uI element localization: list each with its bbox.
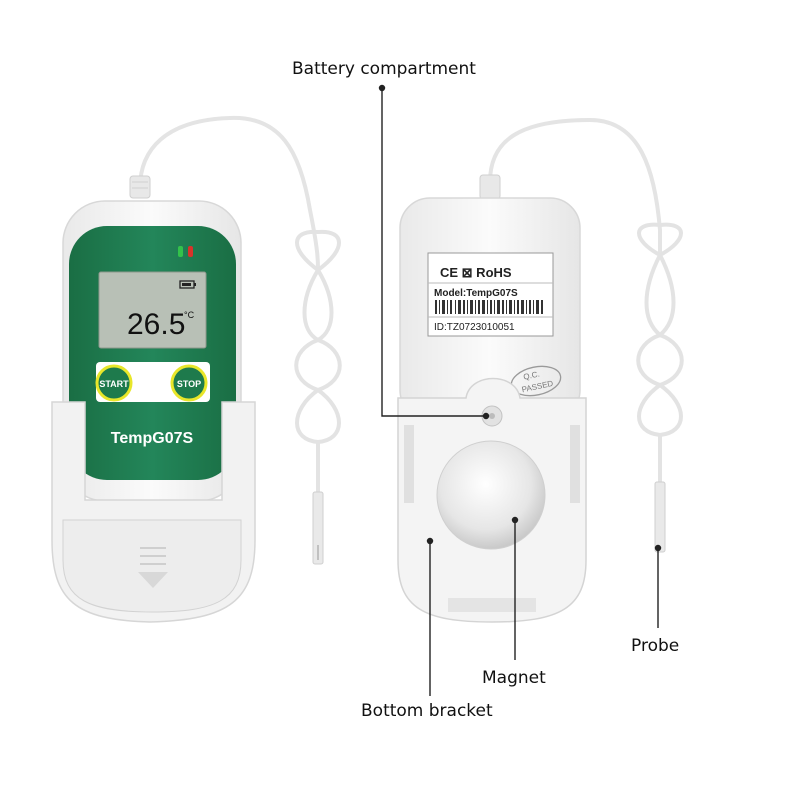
magnet-disc — [436, 440, 546, 550]
back-cable — [488, 117, 662, 255]
certification-marks: CE ⊠ RoHS — [440, 265, 512, 280]
back-probe — [636, 222, 684, 553]
down-arrow-icon — [138, 572, 168, 588]
stop-button-label: STOP — [177, 379, 201, 389]
front-device: 26.5 °C START STOP TempG07S — [51, 115, 320, 623]
magnet-label: Magnet — [482, 668, 546, 688]
callout-leaders — [378, 84, 662, 696]
battery-leader — [381, 88, 486, 417]
start-button-label: START — [99, 379, 129, 389]
qc-stamp-line1: Q.C. — [522, 369, 540, 381]
model-name: TempG07S — [111, 430, 194, 447]
front-cable — [138, 115, 320, 271]
bottom-bracket-label: Bottom bracket — [361, 701, 493, 721]
stop-button[interactable] — [170, 364, 208, 402]
lcd-unit: °C — [184, 310, 195, 320]
sticker-model-line: Model:TempG07S — [434, 288, 518, 299]
back-device: CE ⊠ RoHS Model:TempG07S ID:TZ0723010051… — [397, 117, 662, 623]
lcd-reading: 26.5 — [127, 308, 185, 341]
led-green — [178, 246, 183, 257]
front-probe — [294, 229, 342, 565]
cable-strain-relief — [129, 175, 151, 199]
front-bottom-cover — [62, 519, 242, 613]
sticker-id-line: ID:TZ0723010051 — [434, 322, 515, 333]
probe-label: Probe — [631, 636, 680, 656]
led-red — [188, 246, 193, 257]
battery-compartment-label: Battery compartment — [292, 59, 476, 79]
lcd-screen — [98, 271, 207, 349]
barcode — [435, 300, 543, 314]
label-sticker — [427, 252, 554, 337]
start-button[interactable] — [95, 364, 133, 402]
